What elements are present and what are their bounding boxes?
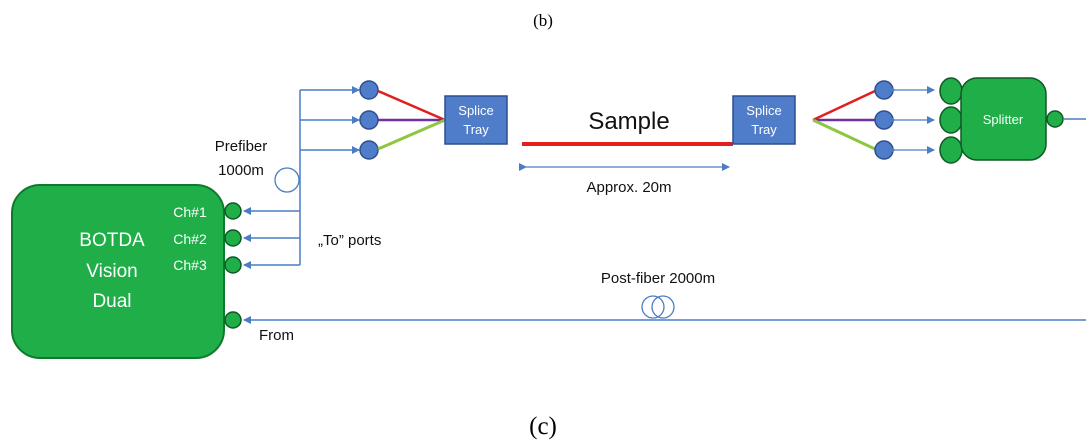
port-ch2-connector: [224, 229, 242, 247]
splice-tray-left: [444, 95, 508, 145]
right-connector-1: [874, 80, 894, 100]
splitter-port-3: [939, 136, 963, 164]
instrument-name-line-1: BOTDA: [79, 230, 145, 251]
splice-tray-right-label-1: Splice: [746, 103, 781, 118]
left-connector-3: [359, 140, 379, 160]
splitter-port-1: [939, 77, 963, 105]
sample-label: Sample: [588, 108, 669, 135]
caption-b: (b): [533, 11, 553, 30]
splice-tray-right: [732, 95, 796, 145]
channel-label-1: Ch#1: [173, 204, 207, 220]
port-from-connector: [224, 311, 242, 329]
port-ch1-connector: [224, 202, 242, 220]
to-ports-label: „To” ports: [318, 232, 381, 249]
instrument-name-line-2: Vision: [86, 261, 137, 282]
right-connector-3: [874, 140, 894, 160]
splitter-box: [960, 77, 1047, 161]
splice-tray-left-label-1: Splice: [458, 103, 493, 118]
prefiber-label-line-2: 1000m: [218, 162, 264, 179]
prefiber-label-line-1: Prefiber: [215, 138, 268, 155]
post-fiber-label: Post-fiber 2000m: [601, 270, 715, 287]
botda-instrument-box: [11, 184, 225, 359]
splitter-port-2: [939, 106, 963, 134]
right-connector-2: [874, 110, 894, 130]
left-red-fiber: [377, 89, 446, 122]
right-green-fiber: [812, 118, 876, 151]
instrument-name-line-3: Dual: [92, 291, 131, 312]
channel-label-3: Ch#3: [173, 257, 207, 273]
to-port-fiber-bus: [243, 86, 360, 269]
channel-label-2: Ch#2: [173, 231, 207, 247]
splice-tray-left-label-2: Tray: [463, 122, 489, 137]
left-green-fiber: [377, 118, 446, 151]
splitter-output-connector: [1046, 110, 1064, 128]
port-ch3-connector: [224, 256, 242, 274]
post-fiber-coil-icon: [641, 295, 675, 319]
from-label: From: [259, 327, 294, 344]
right-red-fiber: [812, 89, 876, 122]
splice-tray-right-label-2: Tray: [751, 122, 777, 137]
caption-c: (c): [529, 413, 557, 440]
sample-length-label: Approx. 20m: [586, 179, 671, 196]
left-connector-2: [359, 110, 379, 130]
left-connector-1: [359, 80, 379, 100]
splitter-label: Splitter: [983, 112, 1024, 127]
prefiber-coil-icon: [274, 167, 300, 193]
